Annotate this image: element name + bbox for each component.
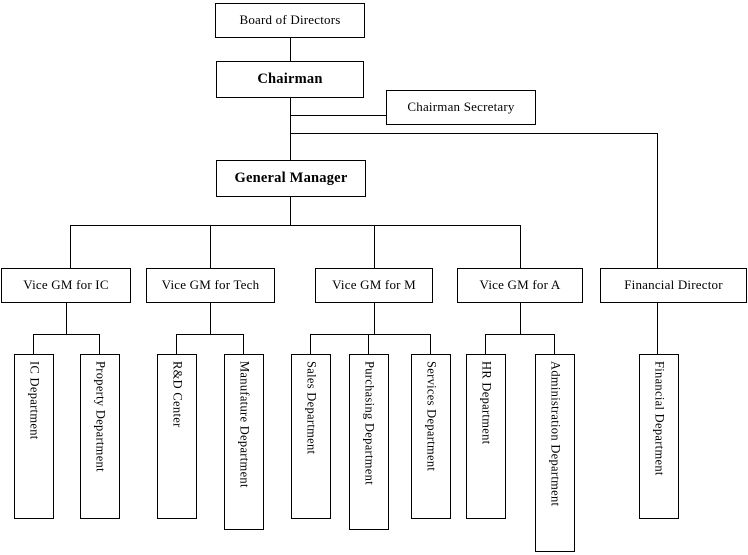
node-vice-gm-for-ic[interactable]: Vice GM for IC	[1, 268, 131, 303]
edge-chairman-trunk	[290, 97, 291, 161]
edge-vgm-tech-drop	[210, 303, 211, 335]
edge-vgm-ic-to-ic-department	[33, 334, 34, 355]
edge-vgm-m-to-services-department	[430, 334, 431, 355]
node-purchasing-department[interactable]: Purchasing Department	[349, 354, 389, 530]
edge-vgm-ic-drop	[66, 303, 67, 335]
node-chairman[interactable]: Chairman	[216, 61, 364, 98]
edge-vgm-m-drop	[374, 303, 375, 335]
node-services-department[interactable]: Services Department	[411, 354, 451, 519]
node-label: IC Department	[27, 361, 42, 440]
edge-vgm-a-to-administration-department	[554, 334, 555, 355]
edge-chairman-to-financial-director-vertical	[657, 133, 658, 268]
edge-vgm-m-to-sales-department	[310, 334, 311, 355]
edge-chairman-to-secretary	[290, 115, 386, 116]
node-label: Financial Director	[624, 277, 723, 293]
edge-vgm-tech-to-rnd-center	[176, 334, 177, 355]
node-manufature-department[interactable]: Manufature Department	[224, 354, 264, 530]
node-vice-gm-for-tech[interactable]: Vice GM for Tech	[146, 268, 275, 303]
edge-gm-to-vgm-a	[520, 225, 521, 268]
node-financial-department[interactable]: Financial Department	[639, 354, 679, 519]
node-sales-department[interactable]: Sales Department	[291, 354, 331, 519]
node-label: Services Department	[424, 361, 439, 472]
node-label: General Manager	[234, 169, 348, 186]
edge-vgm-a-drop	[520, 303, 521, 335]
node-chairman-secretary[interactable]: Chairman Secretary	[386, 90, 536, 125]
node-label: Vice GM for M	[332, 277, 416, 293]
edge-vgm-ic-to-property-department	[99, 334, 100, 355]
edge-vgm-m-bar	[310, 334, 431, 335]
edge-vgm-a-to-hr-department	[485, 334, 486, 355]
edge-vgm-m-to-purchasing-department	[368, 334, 369, 355]
edge-gm-to-vgm-tech	[210, 225, 211, 268]
node-label: Vice GM for IC	[23, 277, 109, 293]
node-label: Purchasing Department	[362, 361, 377, 485]
edge-gm-to-vgm-m	[374, 225, 375, 268]
node-rnd-center[interactable]: R&D Center	[157, 354, 197, 519]
edge-chairman-to-financial-director-horizontal	[290, 133, 658, 134]
edge-board-to-chairman	[290, 38, 291, 61]
edge-vgm-ic-bar	[33, 334, 99, 335]
edge-financial-director-to-financial-department	[657, 303, 658, 355]
node-label: Vice GM for A	[479, 277, 561, 293]
node-general-manager[interactable]: General Manager	[216, 160, 366, 197]
edge-vgm-tech-to-manufature-department	[243, 334, 244, 355]
node-vice-gm-for-a[interactable]: Vice GM for A	[457, 268, 583, 303]
node-administration-department[interactable]: Administration Department	[535, 354, 575, 552]
edge-gm-distribution-bar	[70, 225, 521, 226]
edge-vgm-tech-bar	[176, 334, 244, 335]
node-label: Manufature Department	[237, 361, 252, 488]
node-label: Chairman Secretary	[407, 99, 515, 115]
node-vice-gm-for-m[interactable]: Vice GM for M	[315, 268, 433, 303]
edge-vgm-a-bar	[485, 334, 555, 335]
edge-gm-drop	[290, 196, 291, 226]
node-property-department[interactable]: Property Department	[80, 354, 120, 519]
node-board-of-directors[interactable]: Board of Directors	[215, 3, 365, 38]
node-label: Property Department	[93, 361, 108, 472]
node-label: R&D Center	[170, 361, 185, 428]
node-ic-department[interactable]: IC Department	[14, 354, 54, 519]
node-financial-director[interactable]: Financial Director	[600, 268, 747, 303]
node-label: Financial Department	[652, 361, 667, 476]
node-label: Vice GM for Tech	[161, 277, 260, 293]
node-label: Sales Department	[304, 361, 319, 455]
node-label: Board of Directors	[239, 12, 341, 28]
node-label: Administration Department	[548, 361, 563, 507]
node-hr-department[interactable]: HR Department	[466, 354, 506, 519]
edge-gm-to-vgm-ic	[70, 225, 71, 268]
node-label: Chairman	[257, 70, 323, 87]
node-label: HR Department	[479, 361, 494, 445]
